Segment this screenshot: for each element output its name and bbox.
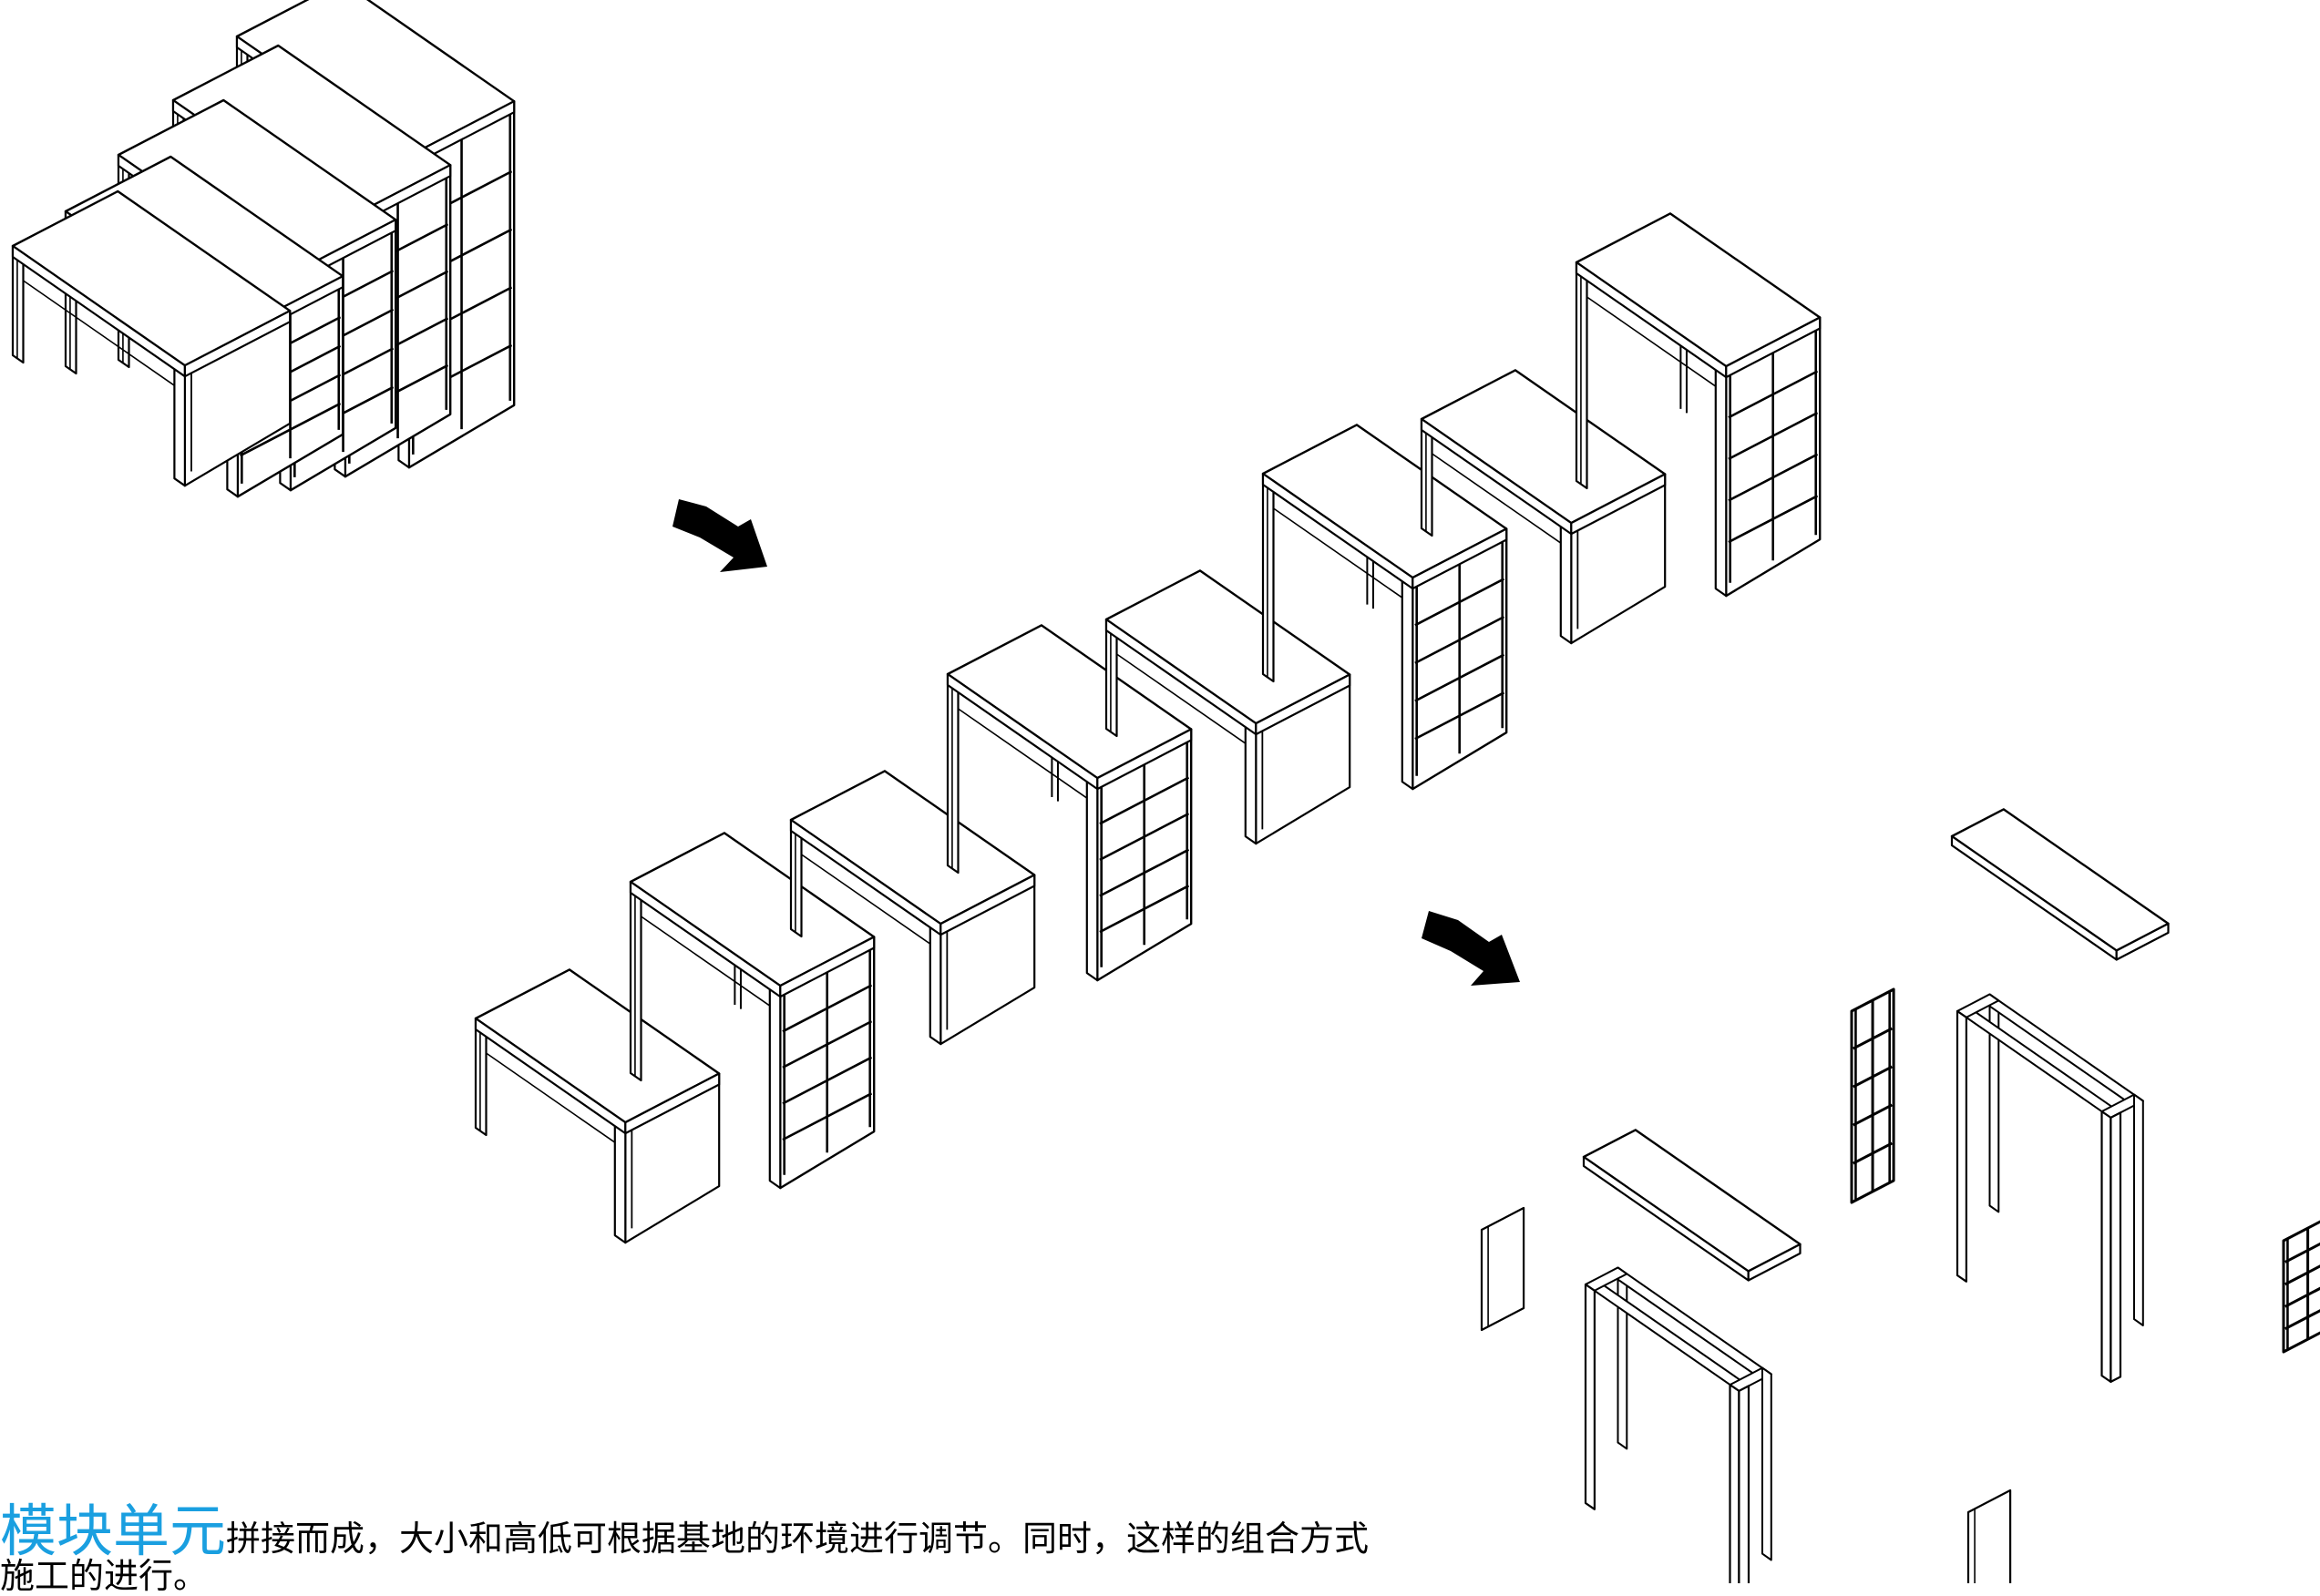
frame-leg <box>1956 1009 1967 1283</box>
row-module <box>1420 369 1667 645</box>
slab-side-edge <box>1096 728 1193 791</box>
slab-side-edge <box>1412 527 1508 590</box>
front-right-leg <box>173 357 186 487</box>
row-module <box>1575 212 1822 598</box>
panel-face <box>2282 1220 2320 1354</box>
rail <box>1116 653 1247 744</box>
loose-top-slab <box>1950 808 2170 961</box>
slab-side-edge <box>624 1072 721 1135</box>
loose-top-slab <box>1582 1129 1802 1282</box>
grille-panel <box>1725 316 1822 598</box>
frame-rail <box>1607 1266 1772 1380</box>
front-left-leg <box>1575 261 1588 490</box>
loose-plain-panel <box>1966 1489 2012 1583</box>
front-right-leg <box>1401 568 1414 791</box>
loose-plain-panel <box>1480 1206 1525 1332</box>
front-right-leg <box>613 1113 627 1244</box>
caption-text: 拼接而成，大小和高低可根据基地的环境进行调节。同时，这样的组合方式 <box>226 1519 1370 1559</box>
slab-edge <box>2115 922 2170 961</box>
frame-rail <box>1585 1278 1750 1392</box>
loose-grille-panel <box>2282 1220 2320 1354</box>
exploded-module-parts <box>1480 808 2320 1583</box>
caption-line-1: 模块单元拼接而成，大小和高低可根据基地的环境进行调节。同时，这样的组合方式 <box>0 1501 1567 1576</box>
panel-face <box>1480 1206 1525 1332</box>
slab-side-edge <box>1255 673 1351 736</box>
frame-leg <box>2133 1093 2144 1326</box>
front-right-leg <box>1559 514 1573 645</box>
row-module <box>789 770 1036 1046</box>
front-left-leg <box>946 672 960 875</box>
front-left-leg <box>1261 472 1275 683</box>
row-module <box>474 968 721 1244</box>
rail <box>1586 296 1717 387</box>
row-module <box>1261 424 1508 791</box>
front-right-leg <box>768 977 782 1190</box>
separated-module-row <box>474 212 1822 1244</box>
slab-side-edge <box>939 874 1036 936</box>
frame-leg <box>1761 1366 1772 1561</box>
frame-leg <box>1729 1383 1740 1583</box>
rail <box>641 916 771 1007</box>
loose-leg-frame <box>1584 1266 1772 1583</box>
frame-leg <box>2100 1110 2112 1384</box>
slab-side-edge <box>1570 473 1667 536</box>
frame-leg <box>2110 1111 2122 1384</box>
front-right-leg <box>1244 714 1258 845</box>
frame-rail <box>1956 1005 2121 1119</box>
row-module <box>946 624 1193 982</box>
slab-top <box>1582 1129 1802 1273</box>
rail <box>23 280 175 386</box>
front-right-leg <box>929 915 942 1046</box>
rail <box>801 854 931 945</box>
arrow-right-down-icon <box>1422 911 1520 986</box>
row-module <box>629 832 876 1190</box>
assembled-module-stack <box>11 0 516 498</box>
rail <box>958 708 1088 799</box>
arrow-right-down-icon <box>672 499 767 572</box>
frame-rail <box>1978 993 2144 1107</box>
rail <box>1432 453 1562 544</box>
front-left-leg <box>629 880 642 1082</box>
front-right-leg <box>1714 358 1728 598</box>
caption-line-2: 施工的进行。 <box>0 1556 209 1596</box>
slab-side-edge <box>779 936 876 998</box>
slab-side-edge <box>1725 316 1822 379</box>
panel-face <box>1966 1489 2012 1583</box>
frame-leg <box>1617 1266 1628 1450</box>
front-right-leg <box>1085 769 1099 982</box>
frame-leg <box>1738 1385 1750 1583</box>
slab-edge <box>1747 1243 1802 1282</box>
rail <box>1273 507 1403 598</box>
slab-top <box>1950 808 2170 952</box>
flow-arrows <box>672 499 1520 986</box>
frame-leg <box>1584 1283 1596 1510</box>
rail <box>486 1052 616 1143</box>
caption-highlight: 模块单元 <box>0 1498 227 1564</box>
stack-module <box>11 189 292 487</box>
slab-side-edge <box>183 310 292 378</box>
loose-leg-frame <box>1956 993 2144 1384</box>
loose-grille-panel <box>1850 987 1895 1204</box>
row-module <box>1104 569 1351 845</box>
